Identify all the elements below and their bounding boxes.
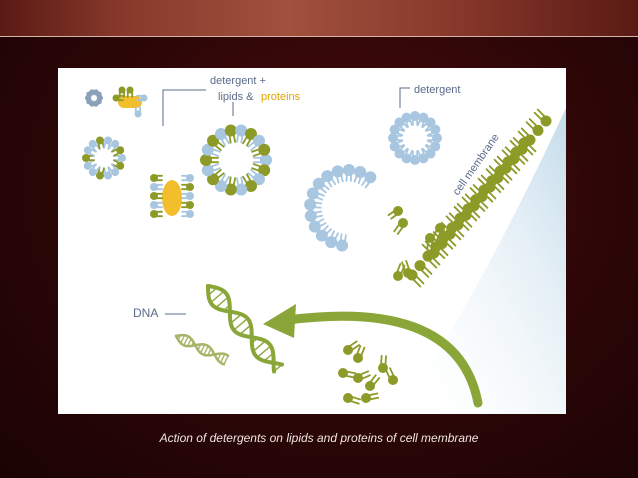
detergent-action-diagram: detergent + lipids & proteins detergent … xyxy=(58,68,566,414)
label-proteins: proteins xyxy=(261,91,301,103)
release-arrow-head xyxy=(263,304,296,338)
label-bracket-detergent xyxy=(399,87,410,108)
label-lipids: lipids & xyxy=(218,91,254,103)
label-bracket-lipids xyxy=(162,89,206,126)
figure-caption: Action of detergents on lipids and prote… xyxy=(159,431,479,445)
slide-header-band xyxy=(0,0,638,36)
dna-double-helix xyxy=(174,284,285,374)
slide-header-divider xyxy=(0,36,638,37)
cell-interior-region xyxy=(398,108,566,414)
label-detergent: detergent xyxy=(414,84,460,96)
label-detergent-plus: detergent + xyxy=(210,75,266,87)
label-dna: DNA xyxy=(133,306,158,320)
cell-membrane-bilayer xyxy=(406,108,552,288)
detergent-attacking-membrane xyxy=(304,164,403,252)
detergent-micelles xyxy=(82,89,442,196)
release-arrow-body xyxy=(283,311,483,408)
protein-detergent-complex-large xyxy=(150,174,194,218)
protein-detergent-complex-small xyxy=(112,86,148,118)
free-lipid-molecules xyxy=(338,218,445,405)
